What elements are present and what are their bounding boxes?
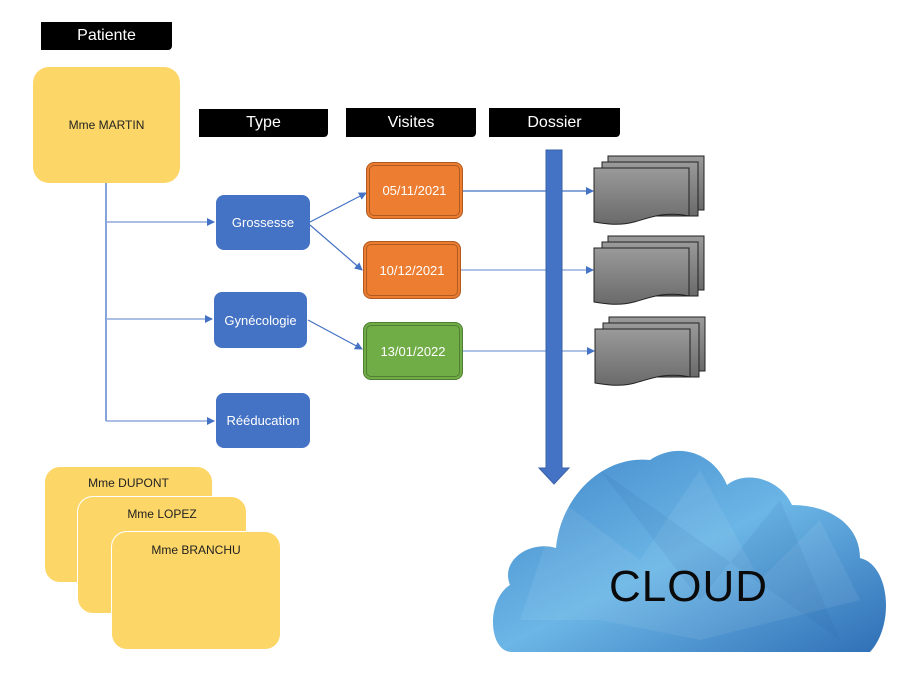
- header-patiente: Patiente: [41, 22, 172, 50]
- patient-card-branchu[interactable]: Mme BRANCHU: [111, 531, 281, 650]
- patient-name: Mme DUPONT: [88, 476, 169, 490]
- header-dossier: Dossier: [489, 108, 620, 137]
- cloud-label: CLOUD: [609, 562, 769, 611]
- type-reeducation[interactable]: Rééducation: [216, 393, 310, 448]
- type-grossesse[interactable]: Grossesse: [216, 195, 310, 250]
- visit-05-11-2021[interactable]: 05/11/2021: [366, 162, 463, 219]
- connector-gynecologie-visit3: [307, 319, 363, 350]
- visit-10-12-2021[interactable]: 10/12/2021: [363, 241, 461, 299]
- type-gynecologie[interactable]: Gynécologie: [214, 292, 307, 348]
- cloud-icon: [492, 450, 887, 652]
- document-stack-icon: [594, 316, 706, 386]
- patient-name: Mme BRANCHU: [151, 543, 241, 557]
- connector-grossesse-visit1: [309, 192, 367, 223]
- visit-13-01-2022[interactable]: 13/01/2022: [363, 322, 463, 380]
- header-type: Type: [199, 109, 328, 137]
- document-stack-icon: [593, 235, 705, 305]
- patient-name: Mme LOPEZ: [127, 507, 197, 521]
- patient-name: Mme MARTIN: [68, 118, 145, 132]
- document-stack-icon: [593, 155, 705, 225]
- patient-card-martin[interactable]: Mme MARTIN: [33, 67, 180, 183]
- header-visites: Visites: [346, 108, 476, 137]
- dossier-arrow-icon: [537, 149, 571, 485]
- connector-grossesse-visit2: [309, 224, 363, 271]
